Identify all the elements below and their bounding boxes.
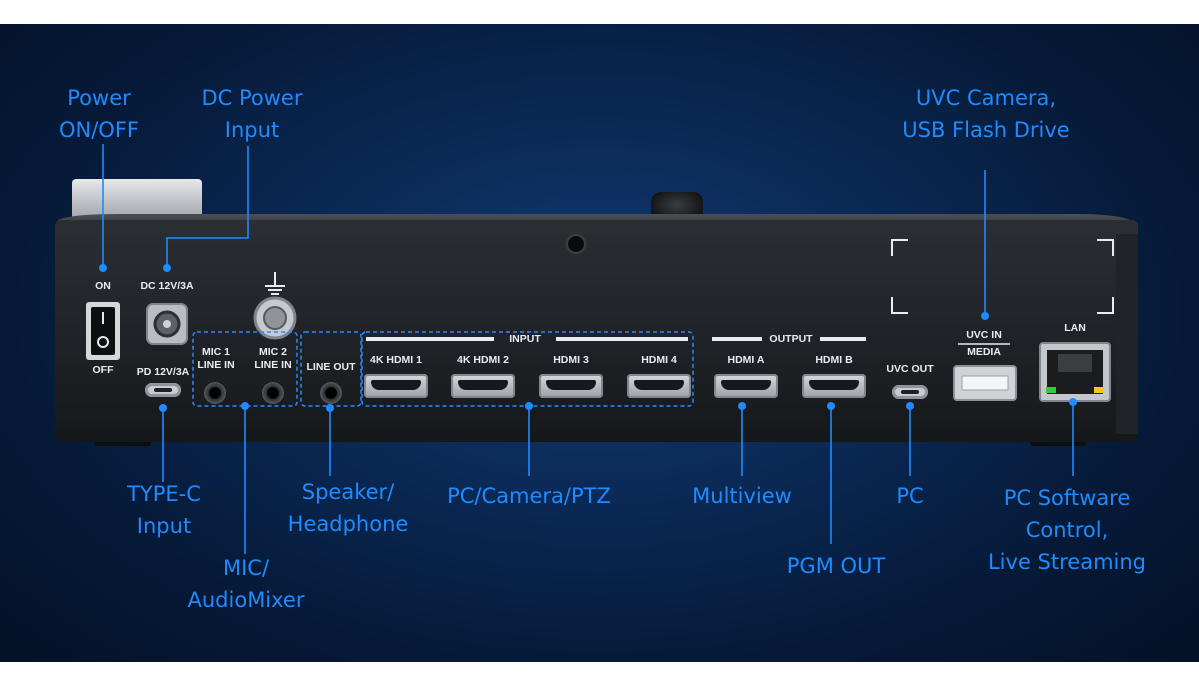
label-hdmi1: 4K HDMI 1 — [370, 354, 422, 366]
label-dc: DC 12V/3A — [140, 280, 194, 292]
callout-mic-audiomixer: MIC/AudioMixer — [187, 556, 305, 612]
callout-uvc-camera: UVC Camera,USB Flash Drive — [902, 86, 1070, 142]
uvc-frame-brackets — [891, 239, 1114, 314]
callout-speaker-headphone: Speaker/Headphone — [287, 480, 409, 536]
label-hdmi3: HDMI 3 — [553, 354, 589, 366]
uvc-out-port — [892, 385, 928, 399]
label-output: OUTPUT — [769, 333, 813, 345]
callout-pc-camera-ptz: PC/Camera/PTZ — [447, 484, 611, 508]
screw-hole — [566, 234, 586, 254]
line-out-jack — [320, 382, 342, 404]
label-hdmi-a: HDMI A — [727, 354, 765, 366]
label-lan: LAN — [1064, 322, 1086, 334]
callout-pgm-out: PGM OUT — [786, 554, 886, 578]
hdmi-a-port — [714, 374, 778, 398]
hdmi-input-4-port — [627, 374, 691, 398]
label-hdmi2: 4K HDMI 2 — [457, 354, 509, 366]
mic2-jack — [262, 382, 284, 404]
label-hdmi-b: HDMI B — [815, 354, 853, 366]
callout-pc: PC — [896, 484, 924, 508]
label-media: MEDIA — [967, 346, 1001, 358]
type-c-port — [145, 383, 181, 397]
hdmi-input-3-port — [539, 374, 603, 398]
label-uvc-out: UVC OUT — [886, 363, 934, 375]
mic-group-outline — [192, 331, 298, 407]
mic1-jack — [204, 382, 226, 404]
label-pd: PD 12V/3A — [136, 366, 190, 378]
callout-multiview: Multiview — [692, 484, 792, 508]
label-off: OFF — [92, 364, 114, 376]
hdmi-b-port — [802, 374, 866, 398]
label-on: ON — [95, 280, 111, 292]
hdmi-input-2-port — [451, 374, 515, 398]
hdmi-input-1-port — [364, 374, 428, 398]
label-line-out: LINE OUT — [306, 361, 356, 373]
label-uvc-in: UVC IN — [966, 329, 1002, 341]
label-input: INPUT — [509, 333, 541, 345]
label-hdmi4: HDMI 4 — [641, 354, 677, 366]
